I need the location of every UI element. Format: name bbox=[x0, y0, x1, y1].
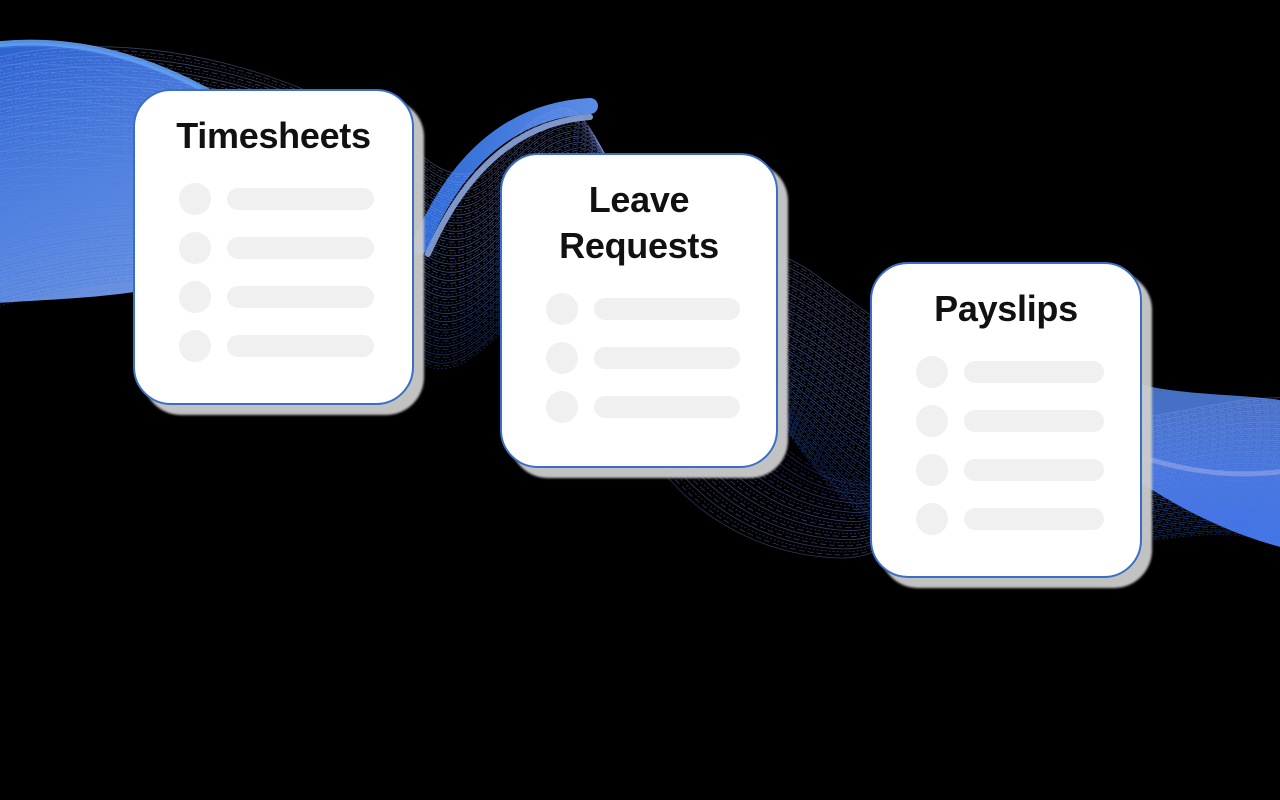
card-leave-requests: Leave Requests bbox=[500, 153, 778, 468]
skeleton-row bbox=[179, 232, 376, 264]
skeleton-avatar-circle bbox=[916, 405, 948, 437]
skeleton-row bbox=[916, 454, 1104, 486]
skeleton-avatar-circle bbox=[916, 454, 948, 486]
skeleton-avatar-circle bbox=[546, 293, 578, 325]
wave-line bbox=[0, 209, 311, 218]
wave-line bbox=[726, 435, 892, 507]
skeleton-list bbox=[502, 293, 776, 423]
skeleton-row bbox=[179, 183, 376, 215]
skeleton-list bbox=[872, 356, 1140, 535]
skeleton-text-line bbox=[227, 237, 374, 259]
skeleton-avatar-circle bbox=[179, 281, 211, 313]
skeleton-row bbox=[916, 405, 1104, 437]
skeleton-row bbox=[179, 281, 376, 313]
skeleton-row bbox=[916, 503, 1104, 535]
skeleton-avatar-circle bbox=[916, 356, 948, 388]
skeleton-text-line bbox=[594, 396, 740, 418]
skeleton-text-line bbox=[227, 286, 374, 308]
skeleton-text-line bbox=[964, 459, 1104, 481]
wave-line bbox=[749, 423, 891, 489]
wave-line bbox=[691, 452, 892, 535]
skeleton-text-line bbox=[594, 298, 740, 320]
wave-line bbox=[698, 448, 892, 529]
skeleton-avatar-circle bbox=[546, 391, 578, 423]
skeleton-text-line bbox=[964, 410, 1104, 432]
skeleton-list bbox=[135, 183, 412, 362]
skeleton-text-line bbox=[594, 347, 740, 369]
skeleton-text-line bbox=[964, 508, 1104, 530]
card-timesheets: Timesheets bbox=[133, 89, 414, 405]
card-title-payslips: Payslips bbox=[934, 288, 1078, 329]
skeleton-avatar-circle bbox=[916, 503, 948, 535]
skeleton-row bbox=[546, 293, 740, 325]
skeleton-text-line bbox=[227, 188, 374, 210]
card-title-leave-requests: Leave Requests bbox=[559, 179, 719, 266]
skeleton-avatar-circle bbox=[179, 232, 211, 264]
skeleton-row bbox=[546, 342, 740, 374]
skeleton-text-line bbox=[964, 361, 1104, 383]
skeleton-row bbox=[546, 391, 740, 423]
skeleton-text-line bbox=[227, 335, 374, 357]
skeleton-avatar-circle bbox=[179, 183, 211, 215]
skeleton-avatar-circle bbox=[179, 330, 211, 362]
skeleton-row bbox=[179, 330, 376, 362]
skeleton-avatar-circle bbox=[546, 342, 578, 374]
skeleton-row bbox=[916, 356, 1104, 388]
wave-crest-highlight bbox=[412, 98, 598, 254]
card-title-timesheets: Timesheets bbox=[176, 115, 371, 156]
card-payslips: Payslips bbox=[870, 262, 1142, 578]
wave-line bbox=[714, 440, 892, 516]
